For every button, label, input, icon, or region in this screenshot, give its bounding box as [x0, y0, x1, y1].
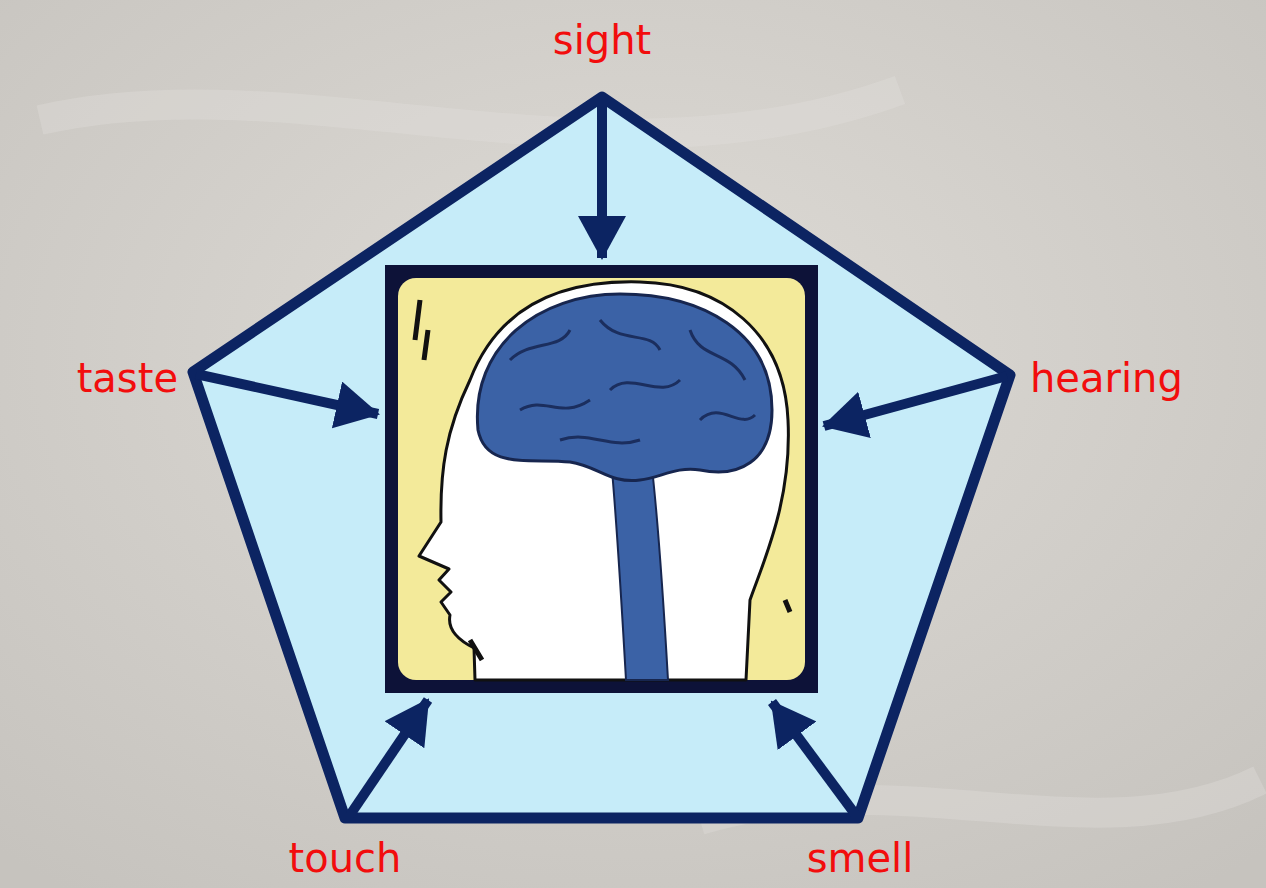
sense-label: hearing — [1030, 354, 1183, 402]
sense-label-box: touch — [289, 834, 402, 882]
sense-label-box: smell — [807, 834, 914, 882]
brain-folds — [510, 320, 755, 443]
arrow — [350, 700, 428, 815]
head-silhouette — [419, 282, 788, 680]
sense-label: sight — [553, 16, 651, 64]
background-texture — [40, 90, 1260, 820]
arrow — [597, 100, 607, 258]
sense-label: touch — [289, 834, 402, 882]
picture-frame — [385, 265, 818, 693]
sense-arrows — [196, 100, 1007, 815]
sense-label: taste — [77, 354, 178, 402]
arrow — [196, 374, 378, 414]
brain-picture — [385, 265, 818, 693]
picture-ground — [398, 278, 805, 680]
sense-label-box: hearing — [1030, 354, 1183, 402]
sense-label-box: sight — [553, 16, 651, 64]
arrow — [824, 376, 1007, 426]
arrow — [772, 702, 855, 814]
brain-stem — [612, 468, 668, 680]
brain — [477, 294, 772, 481]
sense-label: smell — [807, 834, 914, 882]
picture-marks — [415, 300, 790, 660]
sense-label-box: taste — [77, 354, 178, 402]
pentagon — [193, 97, 1010, 818]
